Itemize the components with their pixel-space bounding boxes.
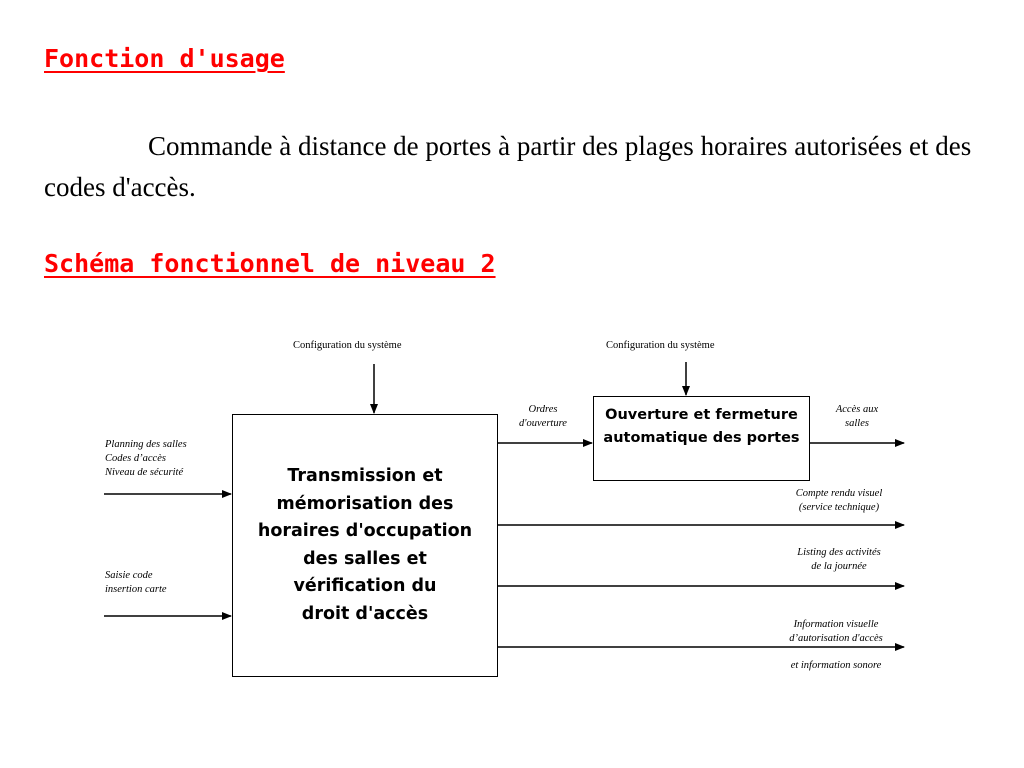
- usage-paragraph: Commande à distance de portes à partir d…: [44, 131, 972, 202]
- label-config-right: Configuration du système: [606, 340, 715, 351]
- label-acces: Accès aux salles: [835, 404, 879, 429]
- block-transmission-memorisation: Transmission et mémorisation des horaire…: [232, 414, 498, 677]
- heading-fonction-usage: Fonction d'usage: [44, 44, 285, 73]
- label-input-planning: Planning des salles Codes d’accès Niveau…: [105, 439, 187, 478]
- heading-schema-fonctionnel: Schéma fonctionnel de niveau 2: [44, 249, 496, 278]
- label-input-saisie: Saisie code insertion carte: [105, 570, 167, 595]
- label-config-left: Configuration du système: [293, 340, 402, 351]
- label-info-sonore: et information sonore: [790, 660, 882, 671]
- label-compte-rendu: Compte rendu visuel (service technique): [795, 488, 883, 513]
- block-ouverture-fermeture: Ouverture et fermeture automatique des p…: [593, 396, 810, 481]
- label-info-visuelle: Information visuelle d’autorisation d'ac…: [789, 619, 883, 644]
- label-listing: Listing des activités de la journée: [797, 547, 881, 572]
- label-ordres: Ordres d'ouverture: [519, 404, 567, 429]
